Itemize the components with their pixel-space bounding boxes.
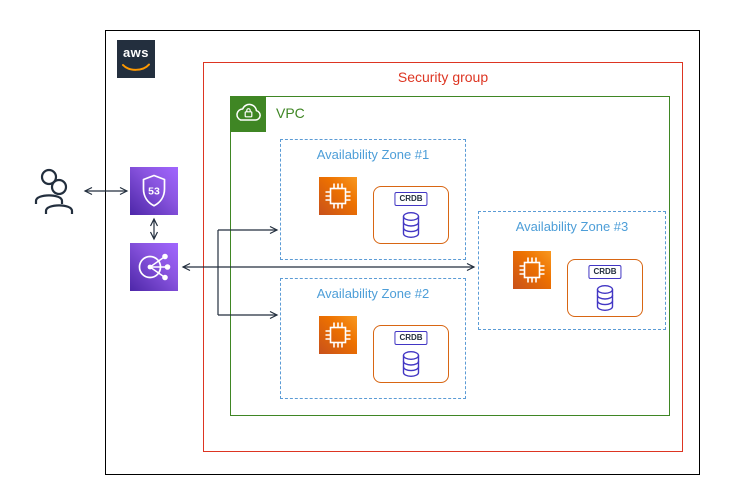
availability-zone-2-label: Availability Zone #2 (316, 286, 430, 301)
ec2-instance-icon (319, 316, 357, 354)
aws-cloud-boundary (105, 30, 700, 475)
users-icon (34, 168, 74, 214)
database-cylinder-icon (402, 351, 420, 377)
availability-zone-3-label: Availability Zone #3 (515, 219, 629, 234)
load-balancer-glyph (138, 253, 171, 281)
availability-zone-1-label: Availability Zone #1 (316, 147, 430, 162)
ec2-chip-icon (325, 183, 351, 209)
crdb-label: CRDB (394, 192, 428, 206)
ec2-instance-icon (319, 177, 357, 215)
aws-logo-text: aws (122, 45, 150, 60)
ec2-chip-icon (519, 257, 545, 283)
arrowhead (83, 186, 93, 196)
ec2-instance-icon (513, 251, 551, 289)
crdb-label: CRDB (394, 331, 428, 345)
route53-shield-icon: 53 (142, 174, 166, 207)
vpc-icon (230, 96, 266, 132)
database-cylinder-icon (402, 212, 420, 238)
crdb-node: CRDB (373, 325, 449, 383)
crdb-node: CRDB (373, 186, 449, 244)
load-balancer-icon (130, 243, 178, 291)
aws-logo: aws (117, 40, 155, 78)
vpc-label: VPC (276, 105, 305, 121)
availability-zone-1: Availability Zone #1 CRDB (280, 139, 466, 260)
cloud-lock-icon (236, 103, 261, 121)
security-group-label: Security group (397, 69, 489, 85)
database-cylinder-icon (596, 285, 614, 311)
vpc-boundary (230, 96, 670, 416)
crdb-node: CRDB (567, 259, 643, 317)
security-group-boundary: Security group (203, 62, 683, 452)
crdb-label: CRDB (588, 265, 622, 279)
route53-badge: 53 (148, 186, 160, 198)
ec2-chip-icon (325, 322, 351, 348)
availability-zone-2: Availability Zone #2 CRDB (280, 278, 466, 399)
route53-icon: 53 (130, 167, 178, 215)
availability-zone-3: Availability Zone #3 CRDB (478, 211, 666, 330)
aws-smile-icon (122, 63, 150, 71)
